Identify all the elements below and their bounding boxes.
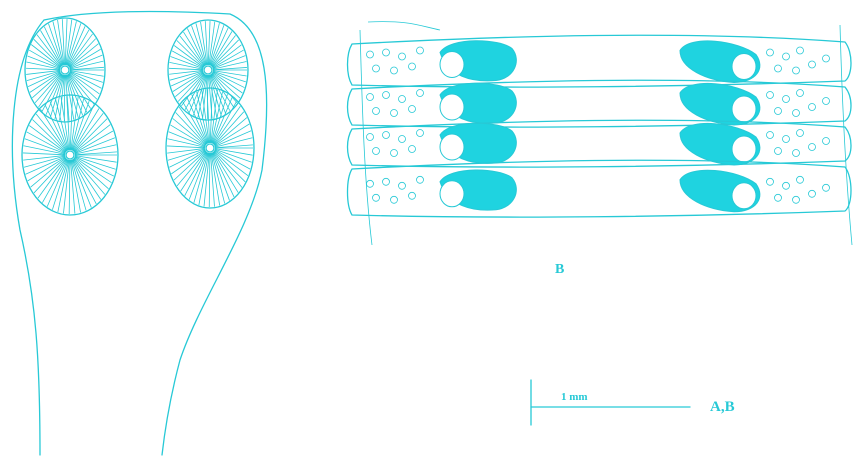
gonad-right-pore [732, 183, 756, 209]
sucker [166, 88, 254, 208]
segment [348, 160, 852, 217]
sucker-striations [26, 19, 104, 121]
vesicles [367, 47, 830, 74]
gonad-right-pore [732, 54, 756, 80]
gonad-right-pore [732, 96, 756, 122]
longitudinal-canals [360, 22, 852, 245]
gonad-left-pore [440, 181, 464, 207]
scale-bar-text: 1 mm [561, 391, 588, 403]
gonad-left-pore [440, 134, 464, 160]
gonad-left-pore [440, 94, 464, 120]
segment-outline [348, 35, 852, 87]
scolex-outline [12, 12, 266, 455]
sucker-striations [167, 89, 253, 207]
suckers [22, 18, 254, 215]
gonad-right-pore [732, 136, 756, 162]
vesicles [367, 176, 830, 203]
panel-a-scolex [12, 12, 266, 455]
scale-bar: 1 mm A,B [531, 380, 735, 425]
segment-outline [348, 160, 852, 217]
scale-bar-applies-to: A,B [710, 399, 735, 415]
gonad-left-pore [440, 52, 464, 78]
vesicles [367, 130, 830, 157]
sucker-center [206, 144, 214, 152]
sucker-center [66, 151, 74, 159]
segment-strip [348, 22, 853, 245]
sucker-center [204, 66, 212, 74]
segment [348, 35, 852, 87]
panel-b-label: B [555, 262, 564, 277]
vesicles [367, 90, 830, 117]
sucker-center [61, 66, 69, 74]
sucker-striations [23, 96, 117, 214]
panel-b-segments: B [348, 22, 853, 277]
sucker [22, 95, 118, 215]
